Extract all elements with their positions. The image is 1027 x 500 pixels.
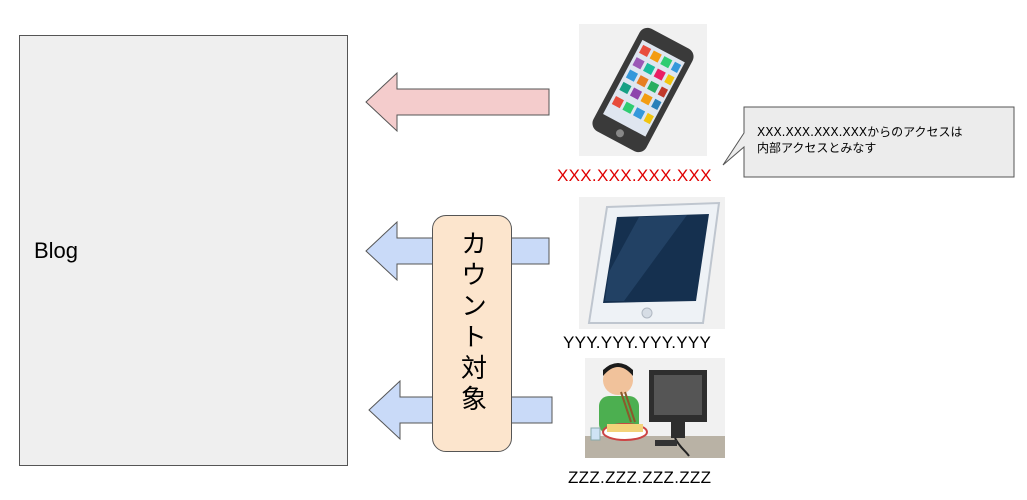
blog-box: Blog bbox=[19, 35, 348, 466]
callout-text: XXX.XXX.XXX.XXXからのアクセスは 内部アクセスとみなす bbox=[757, 124, 1007, 156]
count-target-label: カウント対象 bbox=[456, 230, 487, 416]
callout-line-1: XXX.XXX.XXX.XXXからのアクセスは bbox=[757, 125, 963, 139]
tablet-image bbox=[579, 197, 725, 329]
person-at-computer-icon bbox=[585, 363, 725, 458]
ip-pc-label: ZZZ.ZZZ.ZZZ.ZZZ bbox=[568, 468, 712, 487]
blog-label: Blog bbox=[34, 238, 79, 263]
callout-bubble bbox=[722, 106, 1015, 178]
count-target-box: カウント対象 bbox=[432, 215, 512, 452]
excluded-access-arrow bbox=[365, 71, 550, 133]
callout-line-2: 内部アクセスとみなす bbox=[757, 141, 877, 155]
ip-excluded-label: XXX.XXX.XXX.XXX bbox=[557, 166, 712, 185]
smartphone-image bbox=[579, 24, 707, 156]
pc-user-image bbox=[585, 358, 725, 458]
tablet-icon bbox=[587, 201, 721, 324]
smartphone-icon bbox=[592, 27, 694, 153]
ip-tablet-label: YYY.YYY.YYY.YYY bbox=[563, 333, 712, 352]
